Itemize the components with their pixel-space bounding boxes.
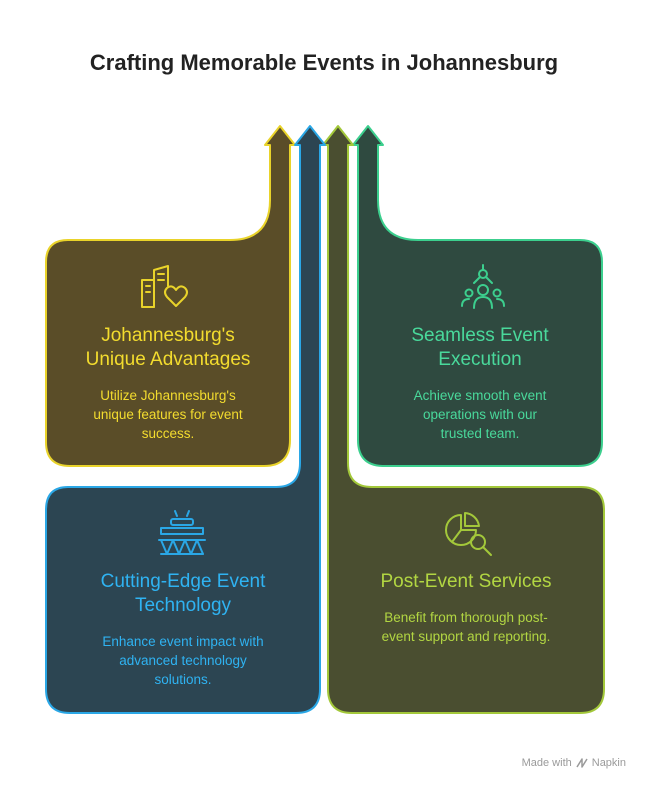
- desc-line: solutions.: [154, 672, 212, 687]
- napkin-brand-label: Napkin: [591, 757, 626, 769]
- desc-line: Enhance event impact with: [102, 634, 264, 649]
- card-technology-title: Cutting-Edge Event Technology: [56, 570, 310, 618]
- title-line: Johannesburg's: [101, 325, 235, 346]
- desc-line: event support and reporting.: [381, 629, 551, 644]
- napkin-logo-icon: [576, 758, 588, 768]
- card-post-event-shape: [322, 125, 605, 714]
- title-line: Post-Event Services: [380, 571, 552, 592]
- made-with-label: Made with: [521, 757, 572, 769]
- card-advantages-shape: [45, 125, 296, 467]
- title-line: Unique Advantages: [85, 349, 251, 370]
- desc-line: Utilize Johannesburg's: [100, 388, 236, 403]
- card-post-event-title: Post-Event Services: [338, 570, 594, 594]
- desc-line: trusted team.: [440, 426, 520, 441]
- title-line: Execution: [438, 349, 522, 370]
- stage-icon: [158, 510, 206, 555]
- card-execution-title: Seamless Event Execution: [368, 324, 592, 372]
- desc-line: success.: [141, 426, 195, 441]
- page-title: Crafting Memorable Events in Johannesbur…: [89, 50, 559, 75]
- chart-magnifier-icon: [445, 512, 492, 556]
- desc-line: advanced technology: [119, 653, 247, 668]
- card-advantages-description: Utilize Johannesburg's unique features f…: [56, 386, 280, 443]
- city-heart-icon: [141, 265, 188, 308]
- title-line: Cutting-Edge Event: [100, 571, 266, 592]
- card-execution-shape: [352, 125, 603, 467]
- card-execution: Seamless Event Execution Achieve smooth …: [368, 324, 592, 443]
- desc-line: Achieve smooth event: [413, 388, 547, 403]
- card-execution-description: Achieve smooth event operations with our…: [368, 386, 592, 443]
- made-with-napkin-footer[interactable]: Made with Napkin: [522, 757, 626, 769]
- desc-line: operations with our: [422, 407, 538, 422]
- card-post-event: Post-Event Services Benefit from thoroug…: [338, 570, 594, 646]
- desc-line: unique features for event: [93, 407, 243, 422]
- team-network-icon: [461, 264, 505, 309]
- card-technology-description: Enhance event impact with advanced techn…: [56, 632, 310, 689]
- card-post-event-description: Benefit from thorough post- event suppor…: [338, 608, 594, 646]
- title-line: Seamless Event: [411, 325, 549, 346]
- card-technology-shape: [45, 125, 326, 714]
- card-technology: Cutting-Edge Event Technology Enhance ev…: [56, 570, 310, 689]
- title-line: Technology: [134, 595, 232, 616]
- desc-line: Benefit from thorough post-: [384, 610, 548, 625]
- card-advantages: Johannesburg's Unique Advantages Utilize…: [56, 324, 280, 443]
- card-advantages-title: Johannesburg's Unique Advantages: [56, 324, 280, 372]
